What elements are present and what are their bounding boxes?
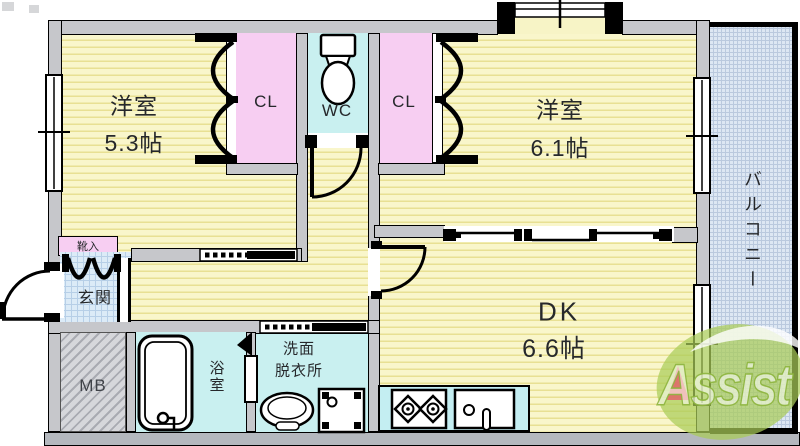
bathroom-label: 浴室	[207, 360, 225, 394]
entrance-label: 玄関	[77, 290, 113, 307]
closet-right	[380, 33, 433, 163]
closet-left	[236, 33, 296, 163]
dk-label: DK	[537, 296, 581, 327]
stray-mark	[29, 5, 39, 13]
closet-right-label: CL	[392, 92, 416, 111]
meter-box	[60, 332, 126, 432]
washroom-label-line1: 洗面	[282, 340, 316, 358]
wall-bottom	[44, 432, 800, 446]
wall-under-closet-right	[378, 163, 445, 175]
wc-label: WC	[321, 101, 353, 120]
closet-left-label: CL	[254, 92, 278, 111]
shoe-cabinet-label: 靴入	[77, 241, 99, 253]
stray-mark	[2, 2, 14, 11]
washroom-label-line2: 脱衣所	[274, 362, 324, 380]
meter-box-label: MB	[79, 376, 107, 395]
bedroom-right-label: 洋室	[536, 97, 584, 123]
dk-size: 6.6帖	[522, 335, 586, 363]
wall-bath-washroom	[246, 332, 256, 432]
closet-right-door-track	[432, 33, 443, 163]
wall-bedroom-wc	[296, 33, 308, 262]
kitchen-counter	[378, 385, 530, 432]
wall-dk-stub	[374, 225, 445, 238]
bedroom-right-size: 6.1帖	[530, 135, 590, 161]
bedroom-left-size: 5.3帖	[104, 130, 164, 156]
sliding-partition-band	[444, 226, 674, 242]
wall-hall-top	[131, 248, 302, 262]
wall-right	[696, 20, 710, 432]
wall-partition-stub	[672, 227, 698, 243]
wall-mb-bath	[126, 332, 136, 432]
entrance-hall-divider	[117, 258, 131, 322]
bedroom-left-label: 洋室	[110, 93, 158, 119]
bathroom-floor	[136, 332, 246, 432]
balcony-label: バルコニー	[742, 169, 762, 295]
wall-under-closet-left	[226, 163, 298, 175]
